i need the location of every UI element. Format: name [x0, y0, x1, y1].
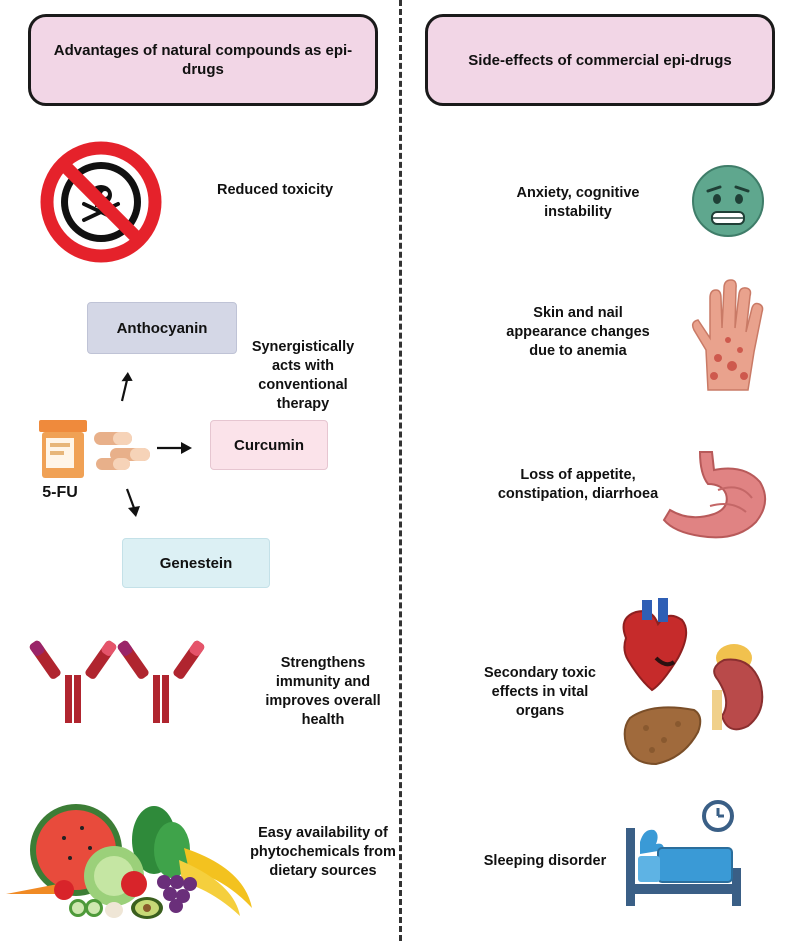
vital-organs-icon: [622, 598, 764, 766]
sleeping-bed-icon: [626, 800, 741, 906]
no-toxicity-icon: [40, 141, 162, 263]
reduced-toxicity-label: Reduced toxicity: [216, 182, 334, 198]
antibody-icon: [117, 640, 205, 723]
arrow-to-anthocyanin-icon: [120, 372, 133, 402]
genestein-box: Genestein: [122, 538, 270, 588]
arrow-to-genestein-icon: [125, 488, 140, 517]
anthocyanin-box: Anthocyanin: [87, 302, 237, 354]
drug-5fu-label: 5-FU: [42, 484, 78, 501]
center-divider: [399, 0, 402, 941]
immunity-label: Strengthens immunity and improves overal…: [265, 655, 381, 728]
vital-organs-label: Secondary toxic effects in vital organs: [483, 665, 596, 719]
anxiety-label: Anxiety, cognitive instability: [516, 185, 640, 220]
capsule-pills-icon: [94, 432, 150, 470]
arrow-to-curcumin-icon: [157, 442, 192, 454]
anxious-face-icon: [692, 165, 764, 237]
synergistic-label: Synergistically acts with conventional t…: [251, 339, 355, 412]
stomach-icon: [662, 451, 767, 539]
hand-rash-icon: [691, 279, 764, 391]
curcumin-box: Curcumin: [210, 420, 328, 470]
left-header: Advantages of natural compounds as epi-d…: [28, 14, 378, 106]
dietary-sources-label: Easy availability of phytochemicals from…: [250, 825, 396, 879]
right-header: Side-effects of commercial epi-drugs: [425, 14, 775, 106]
sleeping-disorder-label: Sleeping disorder: [483, 853, 607, 869]
appetite-label: Loss of appetite, constipation, diarrhoe…: [497, 467, 659, 502]
antibody-icon: [29, 640, 117, 723]
fruits-vegetables-icon: [6, 804, 252, 919]
pill-bottle-icon: [39, 420, 87, 478]
skin-nail-label: Skin and nail appearance changes due to …: [506, 305, 650, 359]
